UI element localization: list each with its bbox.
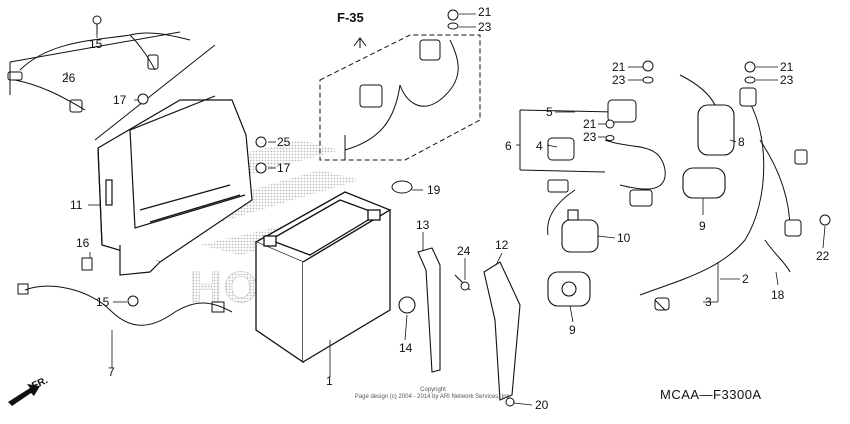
callout-23-b[interactable]: 23 — [583, 130, 597, 144]
section-reference[interactable]: F-35 — [337, 10, 364, 25]
callout-18[interactable]: 18 — [771, 288, 785, 302]
callout-24[interactable]: 24 — [457, 244, 471, 258]
callout-21-a[interactable]: 21 — [478, 5, 492, 19]
callout-6[interactable]: 6 — [505, 139, 512, 153]
callout-23-a[interactable]: 23 — [478, 20, 492, 34]
copyright-text: Page design (c) 2004 - 2014 by ARI Netwo… — [354, 394, 512, 400]
minus-cable — [17, 283, 233, 326]
front-arrow-icon — [8, 384, 40, 406]
callout-26[interactable]: 26 — [62, 71, 76, 85]
callout-19[interactable]: 19 — [427, 183, 441, 197]
callout-20[interactable]: 20 — [535, 398, 549, 412]
callout-22[interactable]: 22 — [816, 249, 830, 263]
starter-cable-group — [519, 99, 666, 236]
callout-13[interactable]: 13 — [416, 218, 430, 232]
callout-9-a[interactable]: 9 — [699, 219, 706, 233]
battery-tray — [97, 95, 253, 276]
callout-10[interactable]: 10 — [617, 231, 631, 245]
starter-solenoid — [547, 209, 599, 307]
callout-8[interactable]: 8 — [738, 135, 745, 149]
callout-1[interactable]: 1 — [326, 374, 333, 388]
callout-21-c[interactable]: 21 — [612, 60, 626, 74]
copyright: Copyright Page design (c) 2004 - 2014 by… — [338, 387, 528, 401]
callout-15-a[interactable]: 15 — [89, 37, 103, 51]
right-harness — [639, 87, 831, 311]
callout-17-b[interactable]: 17 — [277, 161, 291, 175]
callout-17-a[interactable]: 17 — [113, 93, 127, 107]
callout-23-c[interactable]: 23 — [612, 73, 626, 87]
callout-7[interactable]: 7 — [108, 365, 115, 379]
terminal-cover — [391, 180, 413, 194]
callout-14[interactable]: 14 — [399, 341, 413, 355]
leader-lines — [66, 13, 826, 406]
callout-11[interactable]: 11 — [70, 198, 83, 212]
diagram-code: MCAA—F3300A — [660, 387, 762, 402]
callout-12[interactable]: 12 — [495, 238, 509, 252]
callout-21-b[interactable]: 21 — [583, 117, 597, 131]
callout-23-d[interactable]: 23 — [780, 73, 794, 87]
callout-25[interactable]: 25 — [277, 135, 291, 149]
callout-16[interactable]: 16 — [76, 236, 90, 250]
brackets — [398, 247, 521, 401]
copyright-title: Copyright — [420, 387, 446, 393]
callout-2[interactable]: 2 — [742, 272, 749, 286]
callout-3[interactable]: 3 — [705, 295, 712, 309]
solenoid-upper — [679, 74, 735, 199]
callout-5[interactable]: 5 — [546, 105, 553, 119]
callout-9-b[interactable]: 9 — [569, 323, 576, 337]
battery — [254, 191, 392, 364]
cable-box — [319, 34, 481, 161]
callout-15-b[interactable]: 15 — [96, 295, 110, 309]
callout-4[interactable]: 4 — [536, 139, 543, 153]
harness-panel — [7, 15, 216, 141]
callout-21-d[interactable]: 21 — [780, 60, 794, 74]
